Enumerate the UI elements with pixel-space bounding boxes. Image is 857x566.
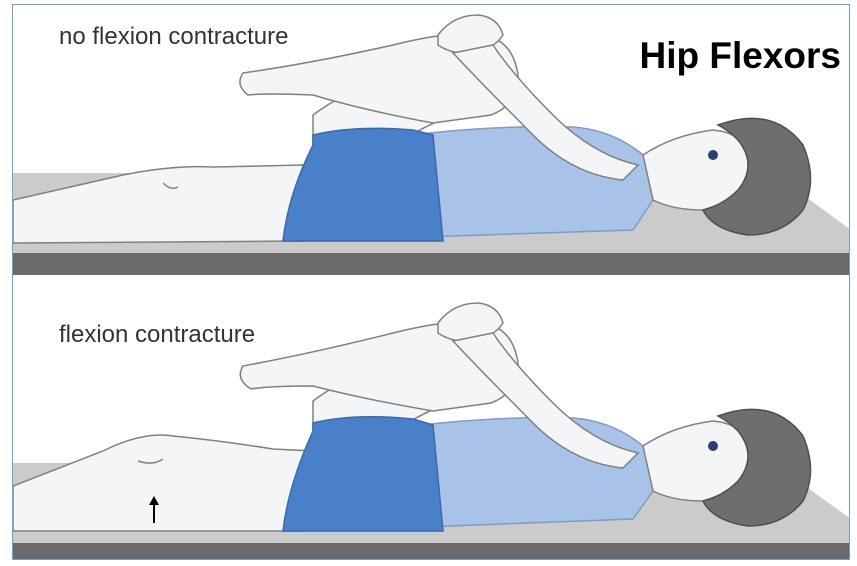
panel-label: flexion contracture <box>59 321 255 349</box>
panel-divider <box>13 281 849 291</box>
shorts <box>283 128 443 241</box>
shorts <box>283 417 443 531</box>
gown-torso <box>413 127 656 237</box>
panel-label: no flexion contracture <box>59 23 288 51</box>
mat-edge <box>13 543 850 560</box>
gown-torso <box>413 418 656 527</box>
panel-flexion-contracture: flexion contracture <box>13 291 849 560</box>
mat-edge <box>13 253 850 275</box>
eye <box>708 441 718 451</box>
raised-leg <box>13 435 313 531</box>
figure-title: Hip Flexors <box>640 35 842 77</box>
eye <box>708 150 718 160</box>
panel-no-flexion-contracture: no flexion contracture Hip Flexors <box>13 5 849 281</box>
figure-frame: no flexion contracture Hip Flexors <box>12 4 850 560</box>
